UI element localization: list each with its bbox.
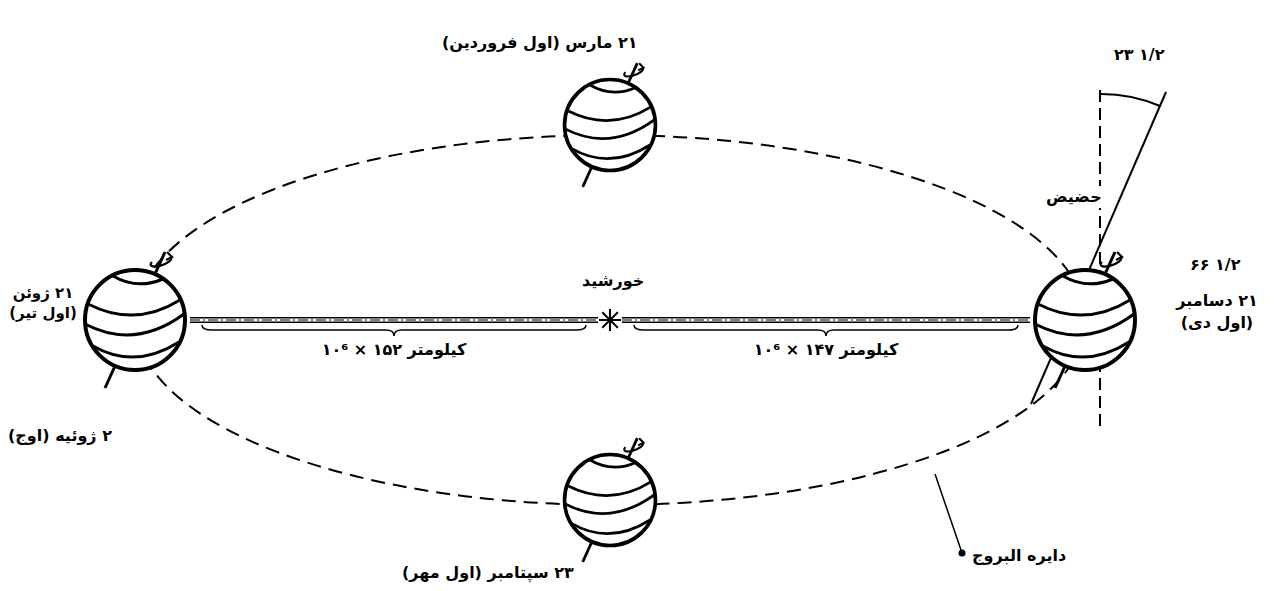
latitude-line (1038, 300, 1130, 315)
globe-drawing (560, 450, 660, 550)
latitude-line (113, 276, 163, 284)
sun-symbol (598, 308, 622, 332)
globe-outline (1035, 270, 1135, 370)
orbit-ellipse (135, 135, 1085, 505)
globe-outline (565, 80, 656, 171)
rotation-axis (1055, 366, 1065, 388)
tilt-angle-arc (1100, 94, 1160, 106)
node-label: ۲۱ مارس (اول فروردین) (440, 32, 640, 54)
node-label: ۲۱ دسامبر (اول دی) (1160, 290, 1274, 333)
leader-line (935, 474, 961, 550)
latitude-line (565, 120, 655, 139)
center-line (622, 320, 1030, 321)
node-label: ۲۱ ژوئن (اول تیر) (4, 283, 82, 324)
distance-label: ۱۰⁶ × ۱۴۷ کیلومتر (752, 339, 901, 361)
node-label: ۲ ژوئیه (اوج) (6, 425, 114, 447)
earth-globe: ۲۱ مارس (اول فروردین) (560, 75, 660, 175)
latitude-line (88, 300, 180, 315)
globe-drawing (560, 75, 660, 175)
rotation-arrowhead (638, 63, 643, 70)
latitude-line (1063, 276, 1113, 284)
globe-drawing (1030, 265, 1140, 375)
rotation-axis (1105, 252, 1115, 274)
distance-line (622, 320, 1030, 336)
earth-globe: ۲۱ ژوئن (اول تیر)۲ ژوئیه (اوج) (80, 265, 190, 375)
tilted-axis-line (1031, 92, 1166, 404)
node-label: خورشید (580, 270, 646, 292)
latitude-line (572, 520, 650, 534)
rotation-axis (105, 366, 115, 388)
rotation-axis (628, 438, 637, 458)
rotation-axis (583, 167, 592, 187)
orbit-label: دایره البروج (970, 545, 1068, 567)
globe-drawing (80, 265, 190, 375)
rotation-axis (628, 63, 637, 83)
latitude-line (565, 495, 655, 514)
latitude-line (590, 460, 635, 467)
earth-globe: ۲۱ دسامبر (اول دی) (1030, 265, 1140, 375)
double-line-outer (190, 317, 598, 323)
double-line-outer (622, 317, 1030, 323)
latitude-line (567, 107, 651, 121)
vertical-reference-line (1099, 90, 1101, 430)
latitude-line (572, 145, 650, 159)
earth-globe: ۲۳ سپتامبر (اول مهر) (560, 450, 660, 550)
double-line-inner (190, 319, 598, 322)
rotation-arrowhead (1116, 252, 1122, 260)
distance-label: ۱۰⁶ × ۱۵۲ کیلومتر (320, 339, 469, 361)
perihelion-label: حضیض (1044, 186, 1104, 208)
angle-label: ۲۳ ۱/۲ (1112, 44, 1166, 66)
distance-line (190, 320, 598, 336)
leader-dot (959, 550, 966, 557)
latitude-line (85, 314, 184, 335)
angle-label: ۶۶ ۱/۲ (1188, 254, 1242, 276)
rotation-axis (583, 542, 592, 562)
sun-node: خورشید (598, 308, 622, 332)
brace (634, 325, 1018, 336)
rotation-arrowhead (166, 252, 172, 260)
center-line (190, 320, 598, 321)
globe-outline (85, 270, 185, 370)
globe-outline (565, 455, 656, 546)
brace (202, 325, 586, 336)
latitude-line (567, 482, 651, 496)
latitude-line (93, 342, 179, 357)
latitude-line (1035, 314, 1134, 335)
latitude-line (590, 85, 635, 92)
node-label: ۲۳ سپتامبر (اول مهر) (400, 562, 576, 584)
sun-ray (602, 312, 618, 328)
rotation-axis (155, 252, 165, 274)
rotation-arrowhead (638, 438, 643, 445)
double-line-inner (622, 319, 1030, 322)
latitude-line (1043, 342, 1129, 357)
